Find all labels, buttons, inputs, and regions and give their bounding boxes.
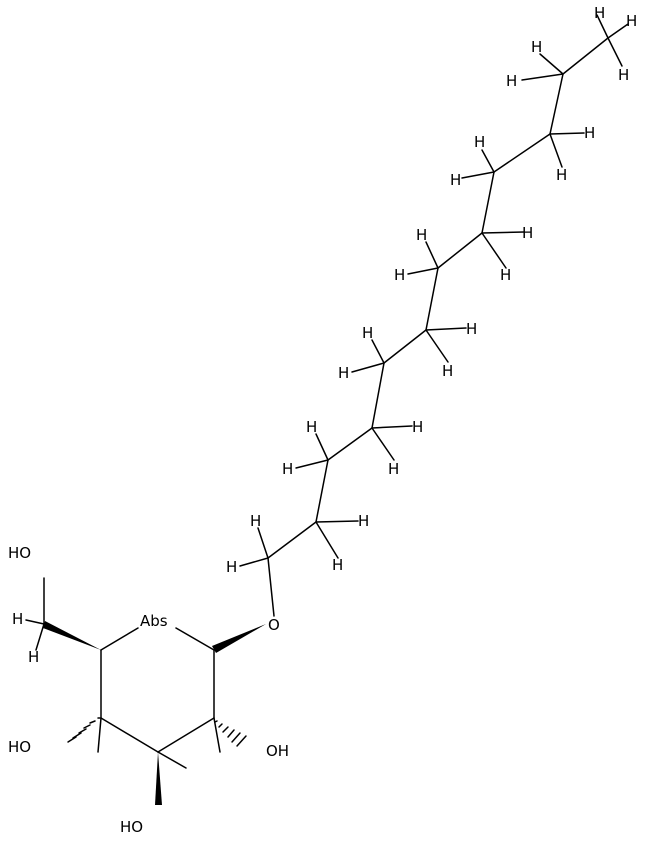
atom-label: H (338, 364, 349, 382)
bond-h (25, 619, 45, 625)
wedge-bond (43, 621, 101, 650)
atom-label: HO (8, 544, 31, 562)
bond (327, 427, 373, 461)
atom-label: H (522, 224, 533, 242)
bond-h (371, 427, 395, 461)
bond (267, 521, 317, 559)
bond-lines (25, 14, 629, 805)
bond (315, 459, 329, 523)
bond (383, 329, 427, 364)
bond-h (315, 433, 329, 461)
bond (493, 133, 551, 173)
bond (425, 267, 439, 331)
bond-h (461, 171, 495, 179)
atom-label: Abs (140, 612, 168, 630)
bond (371, 362, 385, 429)
bond-h (213, 717, 221, 753)
atom-label: HO (120, 818, 143, 836)
atom-label: H (226, 558, 237, 576)
hashed-bond (214, 720, 247, 747)
atom-label: HO (8, 738, 31, 756)
bond (157, 717, 215, 753)
atom-label: H (506, 72, 517, 90)
bond-h (425, 329, 449, 363)
bond-h (521, 73, 564, 81)
atom-label: H (442, 362, 453, 380)
atom-label: H (250, 512, 261, 530)
atom-label: H (412, 418, 423, 436)
bond-h (315, 521, 339, 559)
hashed-bond (67, 717, 101, 743)
bond-h (425, 241, 439, 269)
bond (549, 73, 564, 135)
atom-label: H (358, 512, 369, 530)
bond-h (539, 53, 564, 75)
atom-label: H (282, 460, 293, 478)
atom-label: H (12, 610, 23, 628)
bond-h (315, 520, 359, 523)
atom-label: H (466, 320, 477, 338)
atom-label: H (362, 324, 373, 342)
bond-h (425, 327, 467, 331)
bond-h (481, 149, 495, 173)
atom-label: H (394, 266, 405, 284)
atom-label: H (500, 266, 511, 284)
bond-h (481, 231, 525, 234)
bond-h (295, 459, 329, 469)
atom-label: H (618, 66, 629, 84)
wedge-bond (212, 624, 266, 653)
atom-label: H (332, 556, 343, 574)
atom-label: H (584, 124, 595, 142)
atom-label: H (556, 166, 567, 184)
bond-h (607, 23, 629, 39)
bond-h (549, 133, 563, 168)
bond-h (157, 751, 187, 769)
bond-h (407, 267, 439, 275)
bond-h (596, 14, 609, 39)
bond-h (481, 232, 507, 269)
atom-label: H (450, 171, 461, 189)
atom-label: H (306, 418, 317, 436)
atom-label: H (531, 38, 542, 56)
bond (481, 171, 495, 234)
atom-label: H (626, 12, 637, 30)
bond (100, 717, 159, 753)
bond (562, 37, 609, 75)
bond (267, 557, 275, 617)
bond-h (35, 623, 45, 651)
bond-h (549, 132, 585, 135)
bond-h (257, 527, 269, 559)
atom-label: H (28, 648, 39, 666)
wedge-bond (155, 752, 162, 805)
atom-label: H (388, 460, 399, 478)
atom-label: H (594, 4, 605, 22)
atom-label: OH (266, 742, 289, 760)
bond-h (351, 362, 385, 373)
atom-labels: H H H H H H H H H H H H H H H H H H H H … (8, 4, 637, 836)
bond-h (371, 339, 385, 364)
atom-label: H (474, 133, 485, 151)
atom-label: O (268, 616, 280, 634)
bond-h (607, 37, 623, 67)
bond (175, 627, 215, 651)
bond-h (239, 557, 269, 567)
bond-h (97, 717, 102, 753)
bond-h (371, 425, 413, 429)
bond (437, 232, 483, 269)
bond (100, 627, 139, 651)
atom-label: H (416, 226, 427, 244)
